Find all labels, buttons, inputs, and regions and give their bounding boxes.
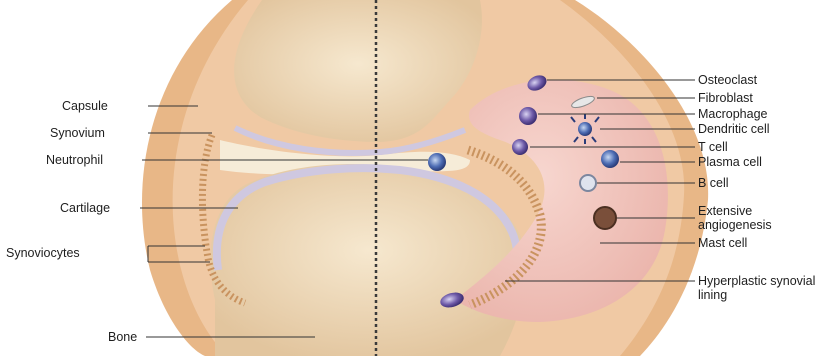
angiogenesis-icon: [594, 207, 616, 229]
t-cell-label: T cell: [698, 140, 728, 154]
capsule-label: Capsule: [62, 99, 108, 113]
bone-label: Bone: [108, 330, 137, 344]
neutrophil-label: Neutrophil: [46, 153, 103, 167]
fibroblast-label: Fibroblast: [698, 91, 753, 105]
synoviocytes-label: Synoviocytes: [6, 246, 80, 260]
plasma-cell-icon: [601, 150, 619, 168]
mast-cell-label: Mast cell: [698, 236, 747, 250]
hyperplastic-label: Hyperplastic synovial lining: [698, 274, 823, 302]
b-cell-label: B cell: [698, 176, 729, 190]
b-cell-icon: [580, 175, 596, 191]
dendritic-cell-label: Dendritic cell: [698, 122, 770, 136]
plasma-cell-label: Plasma cell: [698, 155, 762, 169]
synovium-label: Synovium: [50, 126, 105, 140]
macrophage-icon: [519, 107, 537, 125]
neutrophil-icon: [428, 153, 446, 171]
angiogenesis-label: Extensive angiogenesis: [698, 204, 793, 232]
osteoclast-label: Osteoclast: [698, 73, 757, 87]
cartilage-label: Cartilage: [60, 201, 110, 215]
macrophage-label: Macrophage: [698, 107, 768, 121]
t-cell-icon: [512, 139, 528, 155]
